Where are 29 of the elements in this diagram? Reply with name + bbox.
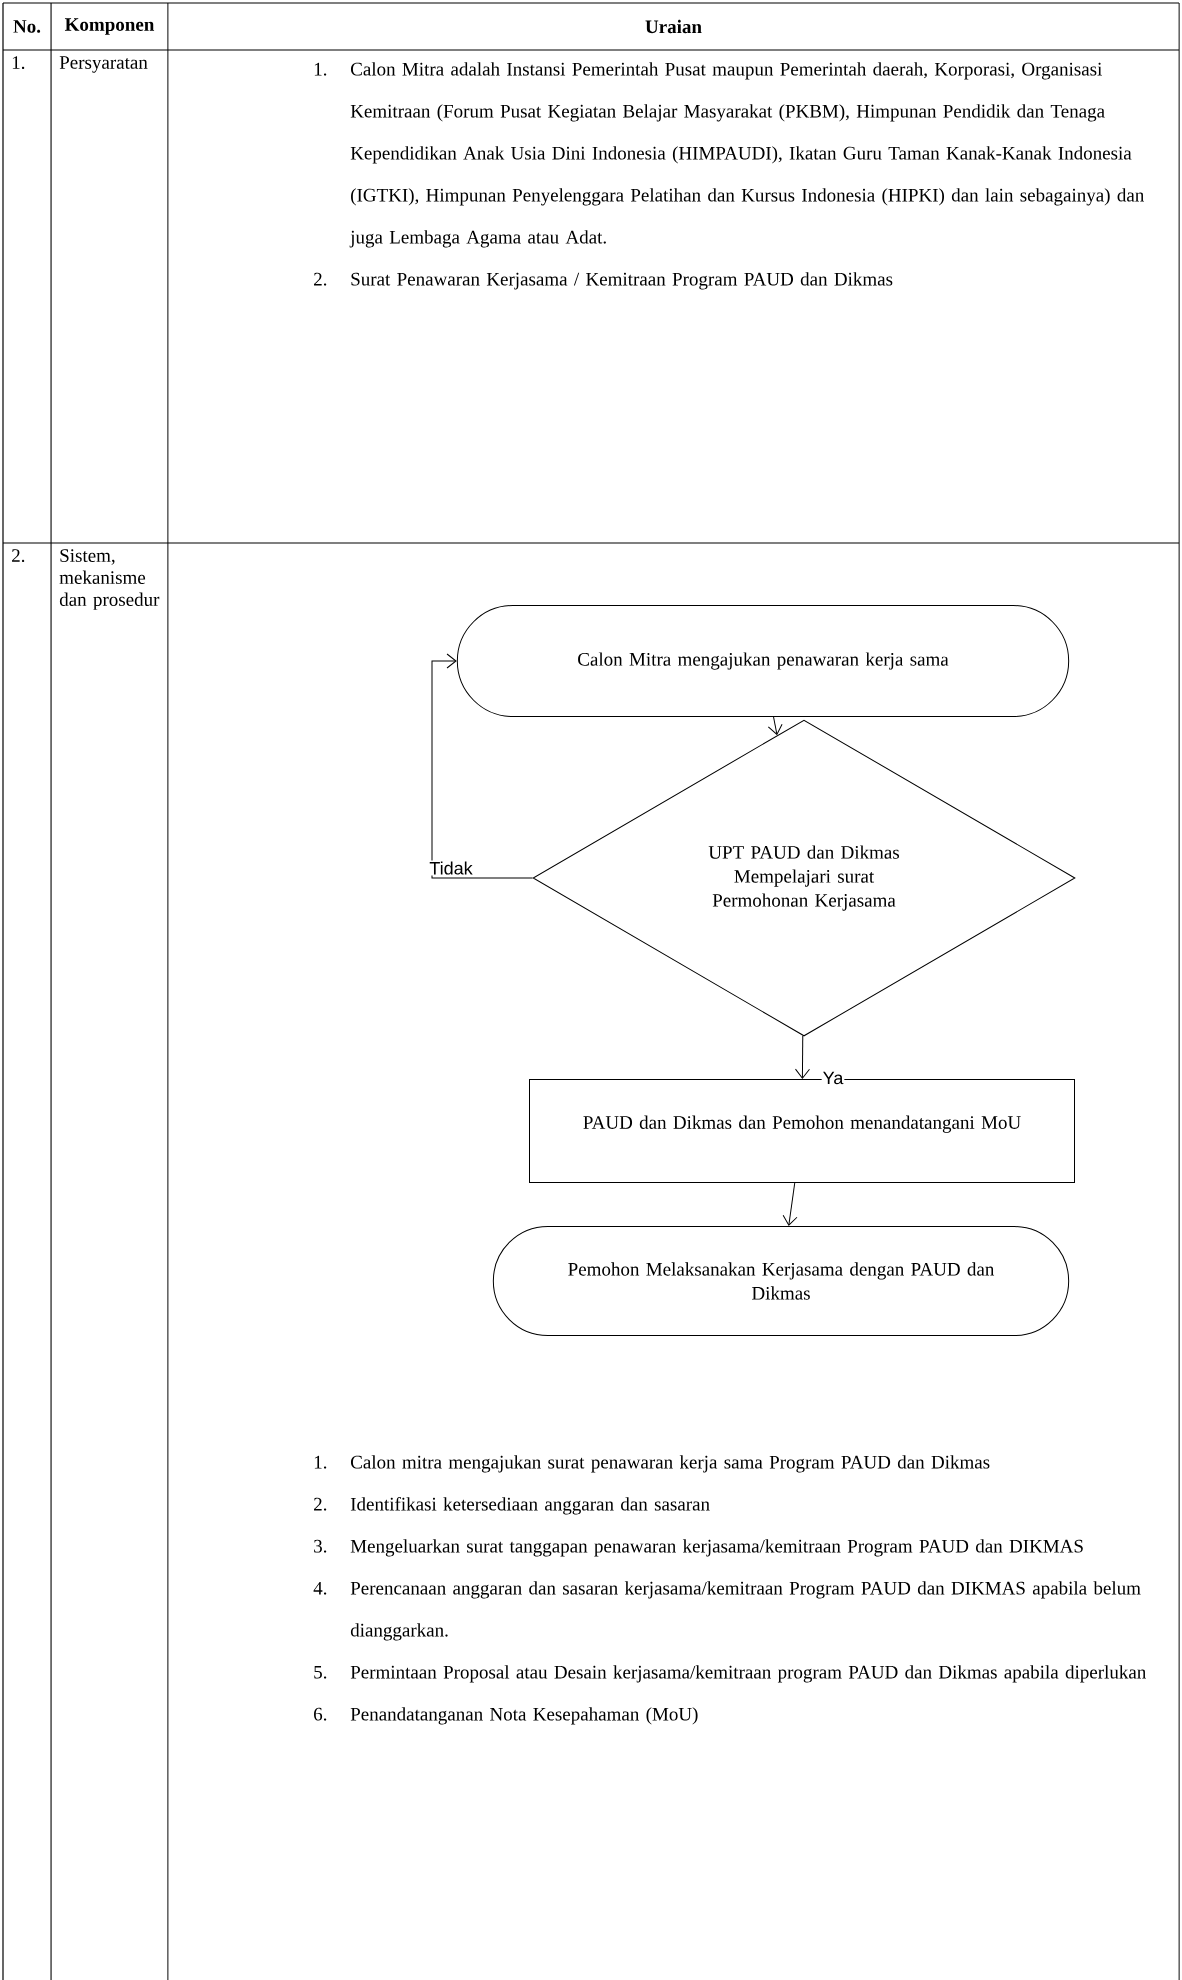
list-text: Mengeluarkan surat tanggapan penawaran kerjasama/kemitraan Program PAUD dan DIKMAS [350,1539,1083,1557]
list-number: 6. [314,1707,327,1721]
edge-label: Tidak [428,860,474,876]
list-text: Calon Mitra adalah Instansi Pemerintah Pusat maupun Pemerintah daerah, Korporasi, Organisasi Kemitraan (Forum Pusat Kegiatan Belajar Masyarakat (PKBM), Himpunan Pendidik dan Tenaga Kependidikan Anak Usia Dini Indonesia (HIMPAUDI), Ikatan Guru Taman Kanak-Kanak Indonesia (IGTKI), Himpunan Penyelenggara Pelatihan dan Kursus Indonesia (HIPKI) dan lain sebagainya) dan juga Lembaga Agama atau Adat. [349,62,1144,248]
edge-label: Ya [821,1070,845,1086]
list-number: 5. [314,1665,327,1679]
list-number: 1. [314,1455,327,1469]
list-number: 3. [314,1539,327,1553]
arrow [431,653,533,879]
list-text: Perencanaan anggaran dan sasaran kerjasama/kemitraan Program PAUD dan DIKMAS apabila belum dianggarkan. [350,1581,1141,1641]
list-text: Permintaan Proposal atau Desain kerjasama/kemitraan program PAUD dan Dikmas apabila diperlukan [350,1665,1146,1683]
arrow [782,1182,798,1226]
list-number: 1. [314,62,327,76]
row-number: 2. [12,549,25,563]
arrow [795,1035,810,1079]
list-text: Penandatanganan Nota Kesepahaman (MoU) [350,1707,698,1725]
list-number: 2. [314,1497,327,1511]
column-header: Uraian [645,19,702,34]
component-cell: Persyaratan [59,56,148,73]
component-cell: Sistem, mekanisme dan prosedur [59,549,160,610]
list-text: Calon mitra mengajukan surat penawaran kerja sama Program PAUD dan Dikmas [351,1455,990,1473]
list-text: Identifikasi ketersediaan anggaran dan sasaran [350,1497,710,1515]
list-number: 2. [314,272,327,286]
list-text: Surat Penawaran Kerjasama / Kemitraan Program PAUD dan Dikmas [351,272,893,290]
column-header: No. [13,20,41,33]
row-number: 1. [12,56,25,69]
list-number: 4. [313,1581,327,1595]
arrow [767,716,783,735]
column-header: Komponen [64,18,155,35]
